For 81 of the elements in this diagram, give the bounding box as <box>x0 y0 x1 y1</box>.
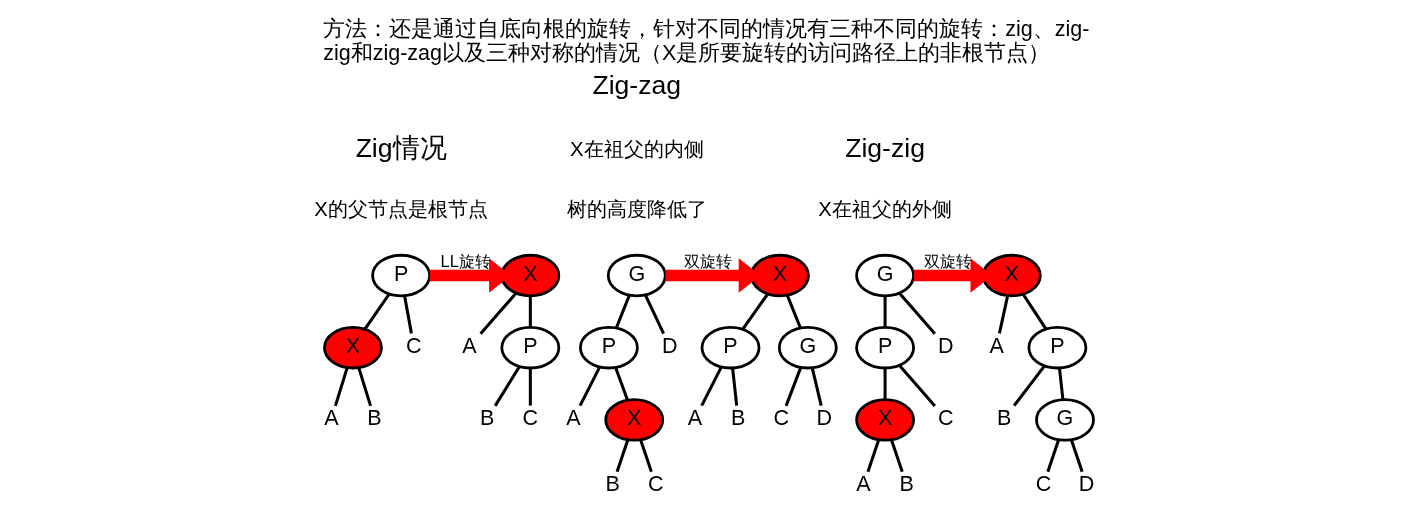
node-text: C <box>938 406 954 431</box>
node-ellipse: X <box>500 253 561 298</box>
node-text: D <box>816 406 833 431</box>
node-ellipse: X <box>323 326 383 370</box>
connector <box>357 367 372 407</box>
connector <box>810 367 823 406</box>
connector <box>1057 367 1065 400</box>
label: Zig-zig <box>845 133 925 164</box>
node-text: A <box>566 406 581 431</box>
node-text: C <box>522 406 539 431</box>
connector <box>578 366 602 407</box>
node-text: C <box>648 472 664 497</box>
node-ellipse: P <box>700 326 761 370</box>
label: Zig情况 <box>355 133 447 164</box>
node-ellipse: G <box>606 253 667 298</box>
connector <box>741 293 769 330</box>
connector <box>1012 364 1046 407</box>
connector <box>644 294 665 335</box>
connector <box>639 439 653 473</box>
label: 树的高度降低了 <box>566 197 707 220</box>
node-text: B <box>367 406 382 431</box>
node-ellipse: X <box>981 253 1042 298</box>
node-text: B <box>997 406 1012 431</box>
node-text: C <box>1035 472 1052 497</box>
label: Zig-zag <box>592 70 682 101</box>
connector <box>866 439 881 473</box>
connector <box>528 295 532 328</box>
node-text: C <box>773 406 789 431</box>
node-text: A <box>687 406 703 431</box>
connector <box>898 364 936 407</box>
connector <box>786 294 802 329</box>
connector <box>333 367 349 407</box>
connector <box>363 293 391 330</box>
node-text: D <box>938 333 954 358</box>
node-ellipse: G <box>855 253 915 298</box>
node-ellipse: P <box>1027 326 1088 370</box>
node-text: A <box>856 472 871 497</box>
diagram-title: 方法：还是通过自底向根的旋转，针对不同的情况有三种不同的旋转：zig、zig-zig和zig-zag以及三种对称的情况（X是所要旋转的访问路径上的非根节点） <box>323 16 1090 65</box>
connector <box>883 368 887 400</box>
node-text: D <box>661 333 678 358</box>
node-text: C <box>406 333 422 358</box>
connector <box>479 292 518 335</box>
connector <box>403 295 413 334</box>
node-text: A <box>989 333 1004 358</box>
node-ellipse: X <box>750 253 810 298</box>
connector <box>700 366 723 407</box>
connector <box>997 295 1010 334</box>
node-text: D <box>1078 472 1095 497</box>
node-ellipse: P <box>855 326 915 370</box>
connector <box>883 295 887 328</box>
node-text: A <box>324 406 339 431</box>
edge-label: 双旋转 <box>684 252 733 271</box>
node-ellipse: P <box>579 326 639 370</box>
connector <box>784 367 803 407</box>
node-ellipse: P <box>371 253 432 298</box>
label: X的父节点是根节点 <box>314 197 488 220</box>
node-text: B <box>730 406 746 431</box>
connector <box>898 292 936 335</box>
connector <box>1046 439 1061 473</box>
connector <box>1069 439 1084 473</box>
node-text: B <box>480 406 495 431</box>
connector <box>528 368 532 406</box>
node-ellipse: X <box>604 398 665 442</box>
connector <box>615 439 630 473</box>
node-ellipse: G <box>1035 398 1095 442</box>
node-text: B <box>899 472 914 497</box>
connector <box>731 367 739 406</box>
node-text: A <box>462 333 477 358</box>
connector <box>614 294 631 329</box>
node-text: B <box>605 472 620 497</box>
node-ellipse: X <box>855 398 915 442</box>
edge-label: LL旋转 <box>440 252 491 271</box>
connector <box>493 365 521 407</box>
label: X在祖父的内侧 <box>570 137 704 160</box>
connector <box>1022 293 1048 330</box>
edge-label: 双旋转 <box>924 252 973 271</box>
connector <box>890 439 904 473</box>
node-ellipse: P <box>500 326 561 370</box>
connector <box>614 367 629 401</box>
node-ellipse: G <box>777 326 838 370</box>
label: X在祖父的外侧 <box>818 197 952 220</box>
